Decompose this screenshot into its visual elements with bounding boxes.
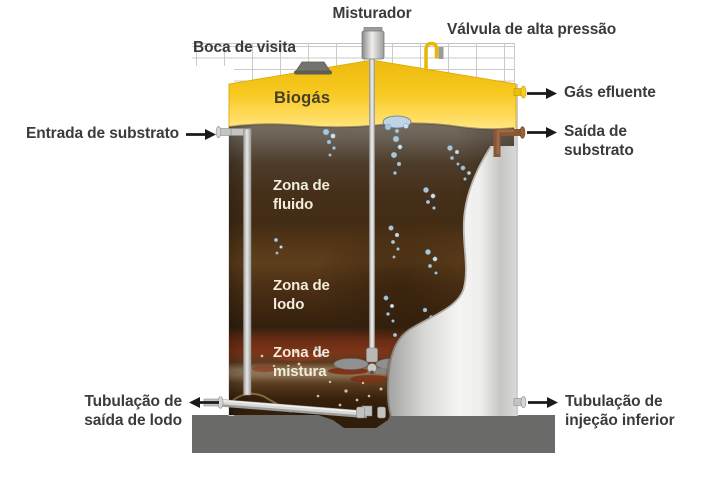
sludge-outlet-pipe bbox=[203, 396, 386, 419]
sludge-zone-label: Zona de lodo bbox=[273, 277, 330, 314]
biogas-label: Biogás bbox=[274, 89, 331, 107]
bottom-injection-pipe-label: Tubulação de injeção inferior bbox=[565, 393, 675, 429]
tank-bottom-dip bbox=[318, 415, 390, 428]
high-pressure-valve-label: Válvula de alta pressão bbox=[447, 21, 617, 38]
substrate-outlet-callout: Saída de substrato bbox=[527, 123, 652, 160]
substrate-inlet-label: Entrada de substrato bbox=[25, 125, 179, 142]
mixer-motor bbox=[361, 27, 385, 60]
manhole-label: Boca de visita bbox=[193, 39, 296, 56]
bottom-injection-nozzle bbox=[513, 396, 527, 408]
arrow-left-icon bbox=[189, 397, 219, 408]
sludge-outlet-pipe-callout: Tubulação de saída de lodo bbox=[50, 393, 219, 430]
effluent-gas-label: Gás efluente bbox=[564, 84, 656, 101]
gas-outlet-nozzle bbox=[513, 85, 527, 99]
wall-cutaway bbox=[385, 145, 516, 417]
substrate-outlet-label: Saída de substrato bbox=[564, 123, 634, 159]
fluid-zone-label: Zona de fluido bbox=[273, 177, 330, 214]
arrow-right-icon bbox=[528, 397, 558, 408]
arrow-right-icon bbox=[527, 127, 557, 138]
mixing-zone-label: Zona de mistura bbox=[273, 344, 330, 381]
arrow-right-icon bbox=[186, 129, 216, 140]
arrow-right-icon bbox=[527, 88, 557, 99]
sludge-outlet-pipe-label: Tubulação de saída de lodo bbox=[84, 393, 182, 429]
manhole-hatch bbox=[294, 61, 332, 75]
bottom-injection-pipe-callout: Tubulação de injeção inferior bbox=[528, 393, 695, 430]
substrate-inlet-pipe bbox=[215, 126, 252, 396]
high-pressure-valve bbox=[424, 41, 444, 72]
mixer-label: Misturador bbox=[332, 5, 412, 22]
substrate-inlet-callout: Entrada de substrato bbox=[8, 125, 216, 144]
effluent-gas-callout: Gás efluente bbox=[527, 84, 656, 103]
substrate-outlet-pipe bbox=[493, 126, 526, 157]
